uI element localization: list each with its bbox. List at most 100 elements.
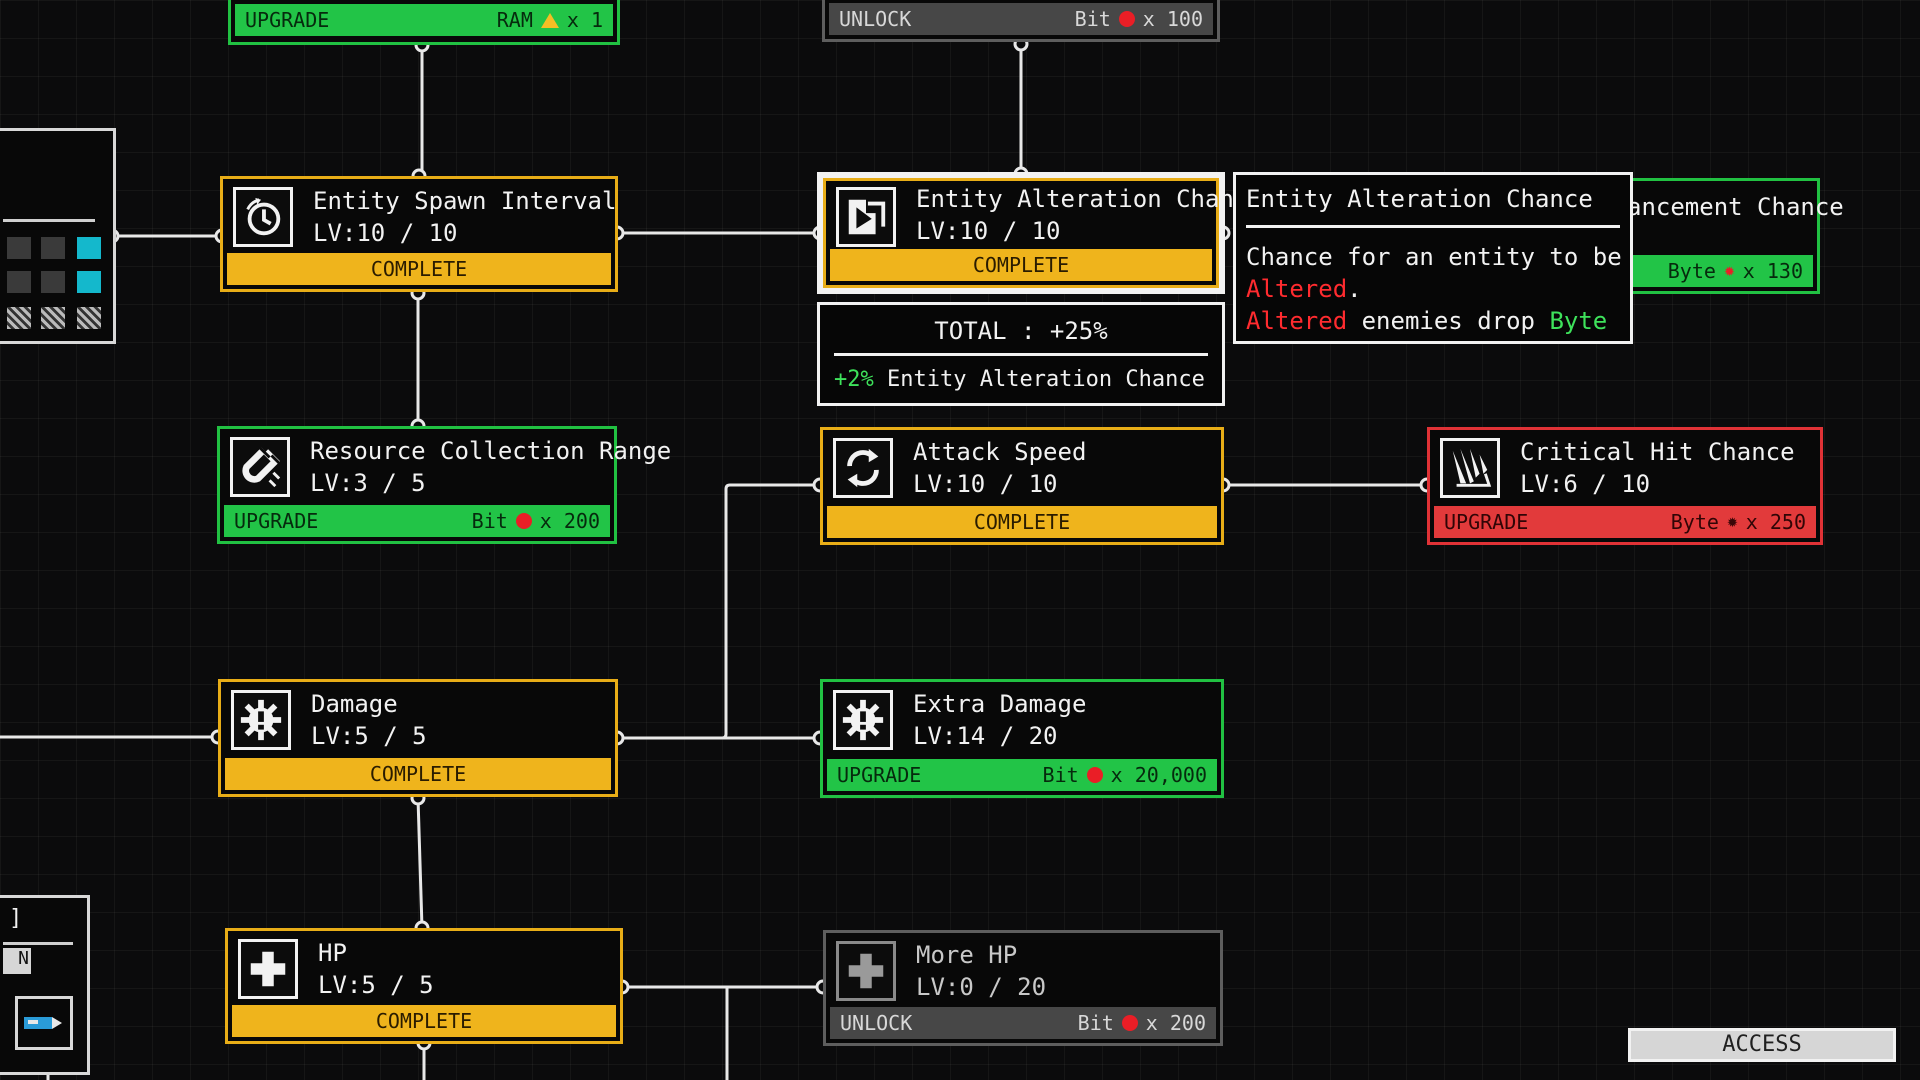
node-title: Entity Alteration Chance: [916, 185, 1263, 213]
byte-icon: ✹: [1726, 511, 1738, 532]
node-damage[interactable]: Damage LV:5 / 5 COMPLETE: [218, 679, 618, 797]
currency-label: Bit: [1077, 1011, 1114, 1035]
altered-keyword: Altered: [1246, 275, 1348, 303]
divider: [3, 942, 73, 945]
grid-cell: [77, 237, 101, 259]
unlock-bar[interactable]: UNLOCK Bit x 200: [830, 1007, 1216, 1039]
bit-icon: [1118, 11, 1135, 27]
upgrade-bar[interactable]: UPGRADE RAM x 1: [235, 4, 613, 36]
locked-node-top[interactable]: UNLOCK Bit x 100: [822, 0, 1220, 42]
grid-cell: [41, 271, 65, 293]
cost-amount: x 250: [1745, 510, 1806, 534]
grid-cell: [7, 271, 31, 293]
node-level: LV:0 / 20: [916, 973, 1047, 1001]
node-resource-collection-range[interactable]: Resource Collection Range LV:3 / 5 UPGRA…: [217, 426, 671, 544]
node-level: LV:10 / 10: [313, 219, 458, 247]
tooltip-panel: Entity Alteration Chance Chance for an e…: [1233, 172, 1633, 344]
upgrade-bar[interactable]: Byte ✹ x 130: [1597, 255, 1813, 287]
cycle-arrows-icon: [833, 438, 893, 498]
node-title: HP: [318, 939, 347, 967]
upgrade-bar[interactable]: UPGRADE Bit x 20,000: [827, 759, 1217, 791]
flag-arrow-icon: [836, 187, 896, 247]
bonus-value: +2%: [834, 367, 874, 392]
node-more-hp[interactable]: More HP LV:0 / 20 UNLOCK Bit x 200: [823, 930, 1223, 1046]
tooltip-title: Entity Alteration Chance: [1246, 185, 1593, 213]
tab-label: N: [3, 948, 31, 974]
cost-amount: x 20,000: [1110, 763, 1207, 787]
total-bonus-panel: TOTAL : +25% +2% Entity Alteration Chanc…: [817, 302, 1225, 406]
action-label: UPGRADE: [1444, 510, 1529, 534]
timer-icon: [233, 187, 293, 247]
plus-icon: [238, 939, 298, 999]
access-button[interactable]: ACCESS: [1628, 1028, 1896, 1062]
tooltip-body: Chance for an entity to be Altered. Alte…: [1246, 241, 1622, 337]
node-attack-speed[interactable]: Attack Speed LV:10 / 10 COMPLETE: [820, 427, 1224, 545]
node-hp[interactable]: HP LV:5 / 5 COMPLETE: [225, 928, 623, 1044]
gear-burst-icon: [833, 690, 893, 750]
upgrade-bar[interactable]: UPGRADE Byte ✹ x 250: [1434, 506, 1816, 538]
currency-label: RAM: [496, 8, 533, 32]
cost: Byte ✹ x 250: [1671, 510, 1806, 534]
cost-amount: x 200: [1145, 1011, 1206, 1035]
bit-icon: [1086, 767, 1103, 783]
left-edge-panel-lower: ] N: [0, 895, 90, 1075]
period: .: [1347, 275, 1362, 303]
ram-upgrade-node[interactable]: UPGRADE RAM x 1: [228, 0, 620, 45]
noise-icon: [41, 307, 65, 329]
action-label: UNLOCK: [839, 7, 912, 31]
grid-cell: [41, 237, 65, 259]
node-level: LV:5 / 5: [318, 971, 434, 999]
upgrade-bar[interactable]: UPGRADE Bit x 200: [224, 505, 610, 537]
cost: Byte ✹ x 130: [1668, 259, 1803, 283]
divider: [834, 353, 1208, 356]
bonus-line: +2% Entity Alteration Chance: [834, 367, 1205, 392]
complete-bar: COMPLETE: [232, 1005, 616, 1037]
action-label: UNLOCK: [840, 1011, 913, 1035]
node-level: LV:14 / 20: [913, 722, 1058, 750]
tooltip-text: enemies drop: [1347, 307, 1550, 335]
bullet-icon[interactable]: [15, 996, 73, 1050]
node-level: LV:10 / 10: [916, 217, 1061, 245]
node-title: More HP: [916, 941, 1018, 969]
node-title: Attack Speed: [913, 438, 1087, 466]
node-title: Critical Hit Chance: [1520, 438, 1795, 466]
node-entity-alteration-chance[interactable]: Entity Alteration Chance LV:10 / 10 COMP…: [817, 172, 1263, 294]
currency-label: Bit: [1042, 763, 1079, 787]
node-entity-spawn-interval[interactable]: Entity Spawn Interval LV:10 / 10 COMPLET…: [220, 176, 618, 292]
complete-bar: COMPLETE: [225, 758, 611, 790]
unlock-bar[interactable]: UNLOCK Bit x 100: [829, 3, 1213, 35]
magnet-icon: [230, 437, 290, 497]
total-label: TOTAL : +25%: [934, 317, 1108, 345]
byte-keyword: Byte: [1549, 307, 1608, 335]
cost-amount: x 100: [1142, 7, 1203, 31]
node-level: LV:6 / 10: [1520, 470, 1651, 498]
byte-icon: ✹: [1723, 260, 1735, 281]
tooltip-line: Altered enemies drop Byte: [1246, 305, 1622, 337]
complete-bar: COMPLETE: [830, 249, 1212, 281]
altered-keyword: Altered: [1246, 307, 1348, 335]
left-edge-panel: [0, 128, 116, 344]
ram-icon: [540, 12, 559, 28]
grid-cell: [77, 271, 101, 293]
divider: [3, 219, 95, 222]
action-label: UPGRADE: [837, 763, 922, 787]
node-title: Resource Collection Range: [310, 437, 672, 465]
node-extra-damage[interactable]: Extra Damage LV:14 / 20 UPGRADE Bit x 20…: [820, 679, 1224, 798]
divider: [1246, 225, 1620, 228]
cost-amount: x 200: [539, 509, 600, 533]
cost-amount: x 1: [566, 8, 603, 32]
action-label: UPGRADE: [245, 8, 330, 32]
bit-icon: [515, 513, 532, 529]
node-critical-hit-chance[interactable]: Critical Hit Chance LV:6 / 10 UPGRADE By…: [1427, 427, 1823, 545]
node-title: Extra Damage: [913, 690, 1087, 718]
node-level: LV:3 / 5: [310, 469, 426, 497]
cost-amount: x 130: [1742, 259, 1803, 283]
gear-burst-icon: [231, 690, 291, 750]
currency-label: Byte: [1667, 259, 1716, 283]
tooltip-line: Chance for an entity to be: [1246, 243, 1622, 271]
cost: Bit x 20,000: [1043, 763, 1207, 787]
node-level: LV:5 / 5: [311, 722, 427, 750]
noise-icon: [7, 307, 31, 329]
cost: RAM x 1: [497, 8, 603, 32]
bracket-label: ]: [9, 906, 23, 931]
